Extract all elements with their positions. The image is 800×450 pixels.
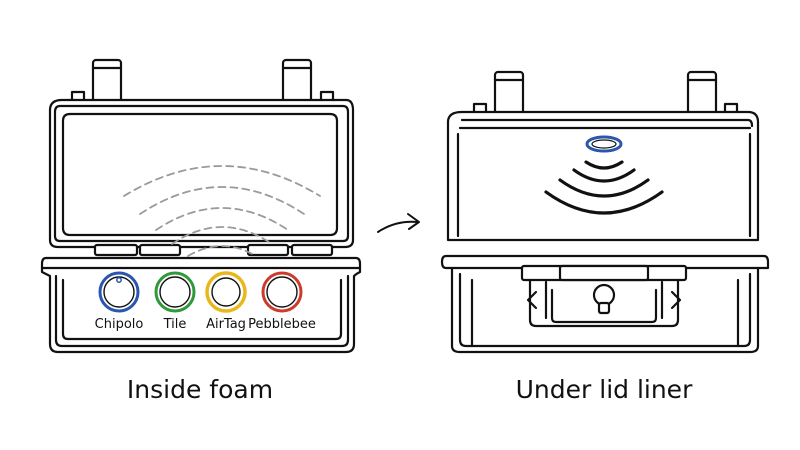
signal-waves-solid bbox=[544, 160, 664, 215]
tracker-tile: Tile bbox=[154, 271, 196, 332]
pebblebee-tracker-icon bbox=[261, 271, 303, 313]
tile-tracker-icon bbox=[154, 271, 196, 313]
open-case bbox=[40, 58, 362, 354]
signal-waves-dashed bbox=[123, 165, 321, 257]
lid-liner bbox=[446, 110, 760, 242]
trackers: Chipolo Tile AirTag Pebblebee bbox=[95, 271, 316, 332]
tracker-airtag: AirTag bbox=[205, 271, 247, 332]
closed-latch-right bbox=[686, 70, 718, 116]
caption-under-lid-liner: Under lid liner bbox=[516, 375, 693, 404]
lid-tracker bbox=[585, 135, 623, 153]
lid-latch-left bbox=[91, 58, 123, 104]
tracker-label-airtag: AirTag bbox=[206, 317, 246, 332]
chipolo-tracker-icon bbox=[98, 271, 140, 313]
tracker-label-chipolo: Chipolo bbox=[95, 317, 144, 332]
closed-latch-left bbox=[493, 70, 525, 116]
closed-case bbox=[440, 70, 770, 354]
lid-latch-right bbox=[281, 58, 313, 104]
caption-inside-foam: Inside foam bbox=[127, 375, 273, 404]
tracker-under-liner-icon bbox=[585, 135, 623, 153]
tracker-label-pebblebee: Pebblebee bbox=[248, 317, 316, 332]
open-lid bbox=[48, 98, 355, 249]
tracker-chipolo: Chipolo bbox=[95, 271, 144, 332]
tracker-pebblebee: Pebblebee bbox=[248, 271, 316, 332]
tracker-label-tile: Tile bbox=[163, 317, 187, 332]
curved-arrow-right-icon bbox=[377, 213, 420, 233]
keyring-hole-icon bbox=[116, 277, 122, 283]
